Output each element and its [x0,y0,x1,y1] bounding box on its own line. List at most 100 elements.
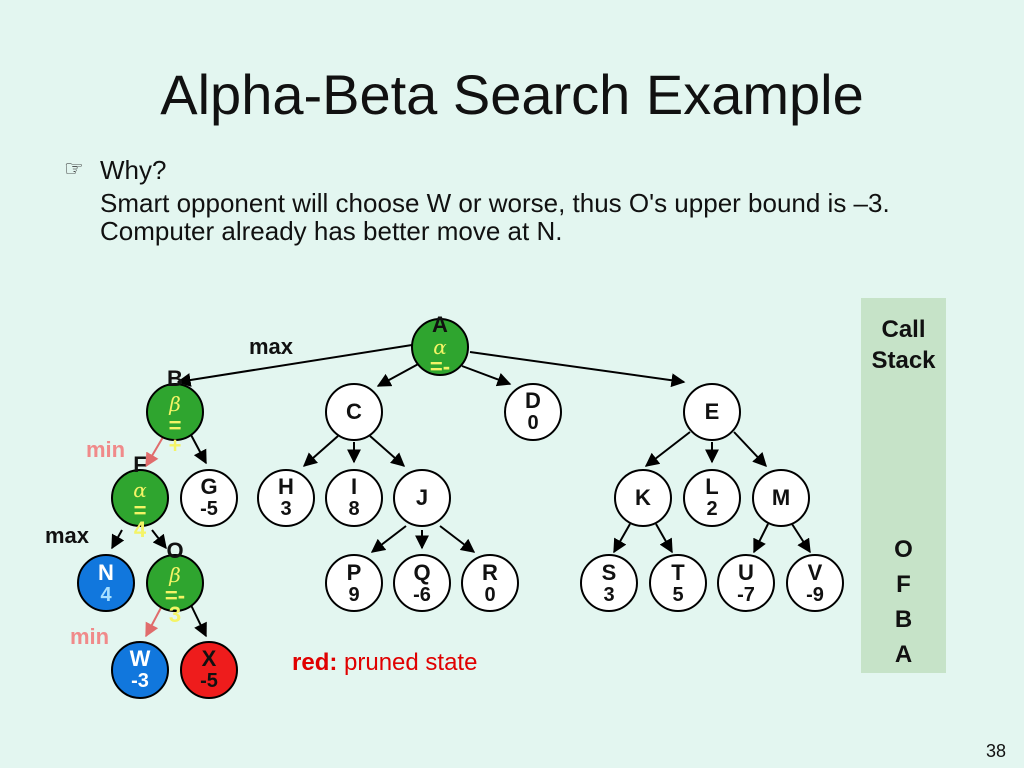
level-label-min: min [70,624,110,649]
edge-f-n [111,529,125,550]
node-x-label: X [201,646,217,671]
node-o [146,554,204,612]
node-c-label: C [346,399,362,424]
node-p-value: 9 [348,584,360,606]
node-u-value: -7 [737,584,755,606]
node-b [146,383,204,441]
node-b-beta: β [169,392,181,416]
bullet-line-2: Computer already has better move at N. [100,216,563,246]
node-b-beta-tail: + [168,433,182,458]
node-a-alpha: α [433,335,447,359]
edge-o-x [189,602,207,638]
node-o-beta: β [169,563,181,587]
pointing-hand-icon: ☞ [64,156,84,181]
edge-k-t [655,523,673,554]
edge-c-h [302,435,339,467]
node-a-label: A [432,312,448,337]
node-u-label: U [738,560,754,585]
node-t-value: 5 [672,584,684,606]
node-k [614,469,672,527]
node-r-value: 0 [484,584,496,606]
node-j [393,469,451,527]
node-r-label: R [482,560,498,585]
edge-m-v [791,523,811,554]
node-h-label: H [278,474,294,499]
level-label-min: min [86,437,126,462]
edge-m-u [753,523,769,554]
node-w [111,641,169,699]
node-g [180,469,238,527]
level-label-max: max [45,523,90,548]
node-o-beta-tail: 3 [168,602,182,627]
edge-j-p [370,525,407,553]
edge-a-d [461,365,512,387]
node-f-label: F [133,452,147,477]
node-q [393,554,451,612]
node-w-value: -3 [131,670,149,692]
node-a-alpha-value: =- [429,354,451,379]
node-h-value: 3 [280,498,292,520]
edge-e-k [644,431,691,467]
node-x [180,641,238,699]
call-stack-panel: Call Stack O F B A [861,298,946,673]
node-t [649,554,707,612]
node-p [325,554,383,612]
node-g-label: G [200,474,218,499]
node-n [77,554,135,612]
edge-f-o [151,529,167,550]
bullet-line-1: Smart opponent will choose W or worse, t… [100,188,890,218]
edge-a-b [176,344,413,387]
edge-j-r [439,525,476,553]
node-x-value: -5 [200,670,218,692]
node-v-label: V [807,560,823,585]
node-o-label: O [166,538,184,563]
node-l [683,469,741,527]
edge-a-e [469,351,686,388]
node-f-alpha-value: = [133,498,147,523]
node-b-label: B [167,366,183,391]
call-stack-item: O [894,536,913,563]
node-f-alpha: α [133,478,147,502]
call-stack-title: Call Stack [871,316,936,374]
node-s-value: 3 [603,584,615,606]
node-f-alpha-tail: 4 [133,517,147,542]
call-stack-item: A [894,641,913,668]
node-q-label: Q [413,560,431,585]
call-stack-item: F [896,571,911,598]
node-i [325,469,383,527]
node-e-label: E [704,399,720,424]
node-f [111,469,169,527]
node-s-label: S [601,560,617,585]
node-k-label: K [635,485,651,510]
node-h [257,469,315,527]
node-m-label: M [771,485,791,510]
legend: red: pruned state [292,649,477,677]
node-v [786,554,844,612]
node-i-value: 8 [348,498,360,520]
slide-title: Alpha-Beta Search Example [160,63,864,126]
edge-e-m [733,431,767,468]
node-d-value: 0 [527,412,539,434]
node-n-label: N [98,560,114,585]
node-e [683,383,741,441]
node-l-value: 2 [706,498,718,520]
edge-a-c [376,361,423,387]
legend-key: red: [292,649,338,676]
node-w-label: W [129,646,151,671]
node-b-beta-value: = [168,413,182,438]
node-d [504,383,562,441]
node-a [411,318,469,376]
call-stack-item: B [894,606,913,633]
edge-c-j [369,435,406,467]
node-d-label: D [525,388,541,413]
edge-b-g [189,432,207,465]
page-number: 38 [985,741,1006,761]
legend-text: pruned state [344,649,478,676]
node-o-beta-value: =- [164,583,186,608]
node-l-label: L [705,474,719,499]
node-j-label: J [415,485,429,510]
node-u [717,554,775,612]
node-n-value: 4 [100,584,112,606]
node-i-label: I [350,474,358,499]
